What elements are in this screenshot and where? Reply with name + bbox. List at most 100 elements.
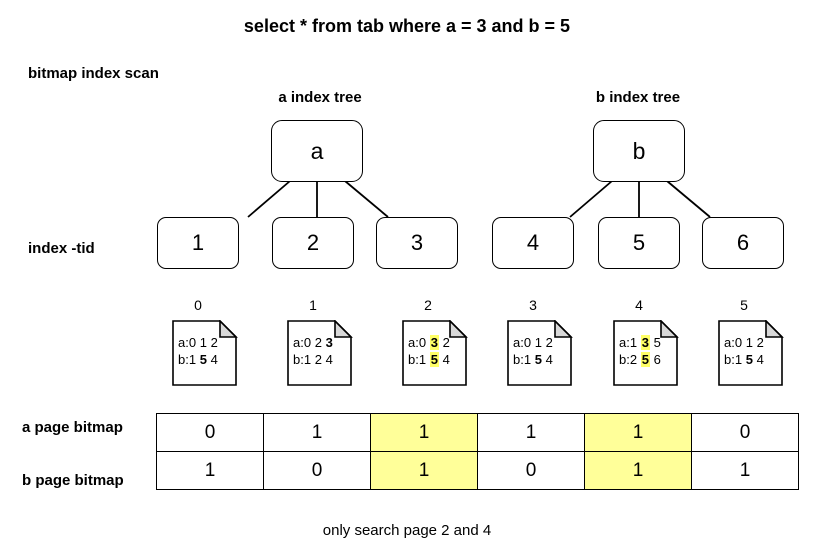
page-line-a: a:0 1 2	[178, 334, 218, 351]
tid-number-1: 1	[309, 297, 317, 313]
label-bitmap-index-scan: bitmap index scan	[28, 65, 159, 82]
label-index-tid: index -tid	[28, 240, 95, 257]
page-line-b-key: b:1	[513, 352, 532, 367]
bitmap-b-cell-5[interactable]: 1	[691, 451, 799, 490]
label-a-page-bitmap: a page bitmap	[22, 419, 123, 436]
tree-leaf-a-2[interactable]: 2	[272, 217, 354, 269]
footer-caption: only search page 2 and 4	[322, 522, 492, 539]
document-icon	[287, 320, 353, 386]
page-line-a: a:0 3 2	[408, 334, 450, 351]
page-line-b: b:1 5 4	[724, 351, 764, 368]
page-line-b: b:1 5 4	[513, 351, 553, 368]
bitmap-b-cell-4[interactable]: 1	[584, 451, 692, 490]
tree-leaf-a-3[interactable]: 3	[376, 217, 458, 269]
value: 4	[442, 352, 450, 367]
tid-number-0: 0	[194, 297, 202, 313]
value-highlighted: 3	[640, 335, 650, 350]
tree-root-a[interactable]: a	[271, 120, 363, 182]
page-line-b-key: b:1	[178, 352, 197, 367]
value: 2	[314, 335, 322, 350]
tree-leaf-a-1[interactable]: 1	[157, 217, 239, 269]
value: 1	[534, 335, 542, 350]
tid-number-2: 2	[424, 297, 432, 313]
value: 3	[325, 335, 333, 350]
tid-number-3: 3	[529, 297, 537, 313]
page-line-b: b:1 2 4	[293, 351, 333, 368]
value: 5	[534, 352, 542, 367]
value: 2	[545, 335, 553, 350]
bitmap-b-cell-0[interactable]: 1	[156, 451, 264, 490]
bitmap-a-cell-4[interactable]: 1	[584, 413, 692, 452]
page-title: select * from tab where a = 3 and b = 5	[243, 16, 571, 36]
document-icon	[507, 320, 573, 386]
value: 2	[314, 352, 322, 367]
value: 2	[442, 335, 450, 350]
value: 5	[653, 335, 661, 350]
page-line-a: a:0 2 3	[293, 334, 333, 351]
value-highlighted: 3	[429, 335, 439, 350]
bitmap-b-cell-1[interactable]: 0	[263, 451, 371, 490]
label-a-index-tree: a index tree	[278, 89, 362, 106]
page-line-b-key: b:2	[619, 352, 638, 367]
value: 1	[199, 335, 207, 350]
tree-root-b[interactable]: b	[593, 120, 685, 182]
value: 5	[745, 352, 753, 367]
page-line-a: a:1 3 5	[619, 334, 661, 351]
value: 4	[325, 352, 333, 367]
page-line-a: a:0 1 2	[724, 334, 764, 351]
bitmap-a-cell-2[interactable]: 1	[370, 413, 478, 452]
page-line-a-key: a:0	[513, 335, 532, 350]
value: 2	[756, 335, 764, 350]
bitmap-a-cell-0[interactable]: 0	[156, 413, 264, 452]
page-line-b-key: b:1	[408, 352, 427, 367]
value: 6	[653, 352, 661, 367]
page-line-b-key: b:1	[293, 352, 312, 367]
page-line-a: a:0 1 2	[513, 334, 553, 351]
tid-number-4: 4	[635, 297, 643, 313]
page-line-b-key: b:1	[724, 352, 743, 367]
page-bitmap-table: 0 1 1 1 1 0 1 0 1 0 1 1	[156, 413, 799, 490]
bitmap-a-cell-1[interactable]: 1	[263, 413, 371, 452]
table-row-a-bitmap: 0 1 1 1 1 0	[156, 413, 799, 452]
value: 4	[545, 352, 553, 367]
tree-leaf-b-6[interactable]: 6	[702, 217, 784, 269]
page-line-a-key: a:0	[408, 335, 427, 350]
bitmap-a-cell-5[interactable]: 0	[691, 413, 799, 452]
value: 4	[756, 352, 764, 367]
value-highlighted: 5	[640, 352, 650, 367]
page-line-a-key: a:1	[619, 335, 638, 350]
page-line-a-key: a:0	[293, 335, 312, 350]
page-line-b: b:2 5 6	[619, 351, 661, 368]
page-line-a-key: a:0	[724, 335, 743, 350]
page-line-b: b:1 5 4	[178, 351, 218, 368]
page-line-a-key: a:0	[178, 335, 197, 350]
page-line-b: b:1 5 4	[408, 351, 450, 368]
value: 1	[745, 335, 753, 350]
label-b-page-bitmap: b page bitmap	[22, 472, 124, 489]
value: 4	[210, 352, 218, 367]
value: 2	[210, 335, 218, 350]
label-b-index-tree: b index tree	[595, 89, 681, 106]
bitmap-b-cell-2[interactable]: 1	[370, 451, 478, 490]
value: 5	[199, 352, 207, 367]
bitmap-b-cell-3[interactable]: 0	[477, 451, 585, 490]
table-row-b-bitmap: 1 0 1 0 1 1	[156, 451, 799, 490]
tree-leaf-b-5[interactable]: 5	[598, 217, 680, 269]
bitmap-a-cell-3[interactable]: 1	[477, 413, 585, 452]
tree-leaf-b-4[interactable]: 4	[492, 217, 574, 269]
value-highlighted: 5	[429, 352, 439, 367]
